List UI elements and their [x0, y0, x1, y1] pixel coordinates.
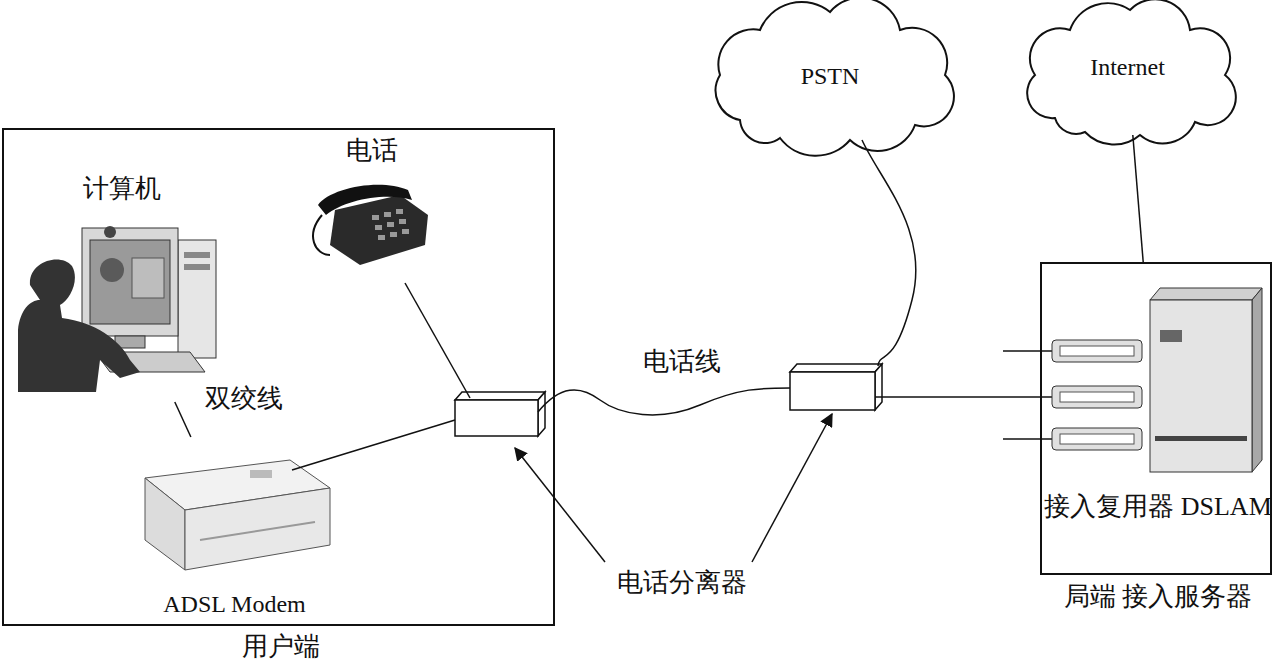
cable-label: 双绞线 — [203, 382, 285, 416]
splitter — [455, 392, 545, 436]
node-text: 接入复用器 DSLAM — [1042, 490, 1274, 524]
modem-side — [145, 478, 185, 570]
node-text: PSTN — [705, 61, 955, 92]
handset — [318, 185, 412, 215]
node-text: 电话 — [302, 134, 442, 168]
splitter — [790, 364, 882, 410]
video-face — [100, 258, 124, 282]
phone-line — [538, 388, 790, 415]
phone-body — [330, 195, 428, 265]
wire-label: 电话线 — [630, 345, 734, 379]
leader-arrow — [515, 448, 605, 562]
video-window — [132, 258, 164, 298]
modem-illustration — [145, 460, 330, 570]
webcam — [104, 226, 116, 238]
dslam-wire — [1003, 438, 1052, 440]
wires — [292, 140, 1052, 470]
node-text: 用户端 — [4, 630, 557, 664]
person — [18, 260, 140, 392]
leader-arrow — [752, 414, 832, 562]
pc-tower — [178, 240, 216, 358]
line-card — [1052, 386, 1142, 408]
pc-drive — [184, 252, 210, 258]
pstn-wire — [862, 140, 916, 366]
phone-keys — [372, 209, 409, 240]
phone-wire — [405, 283, 470, 398]
monitor-screen — [90, 240, 170, 324]
cloud-node: Internet — [1025, 5, 1230, 135]
handset-cord — [313, 215, 330, 255]
pc-drive — [184, 264, 210, 270]
modem-front — [185, 488, 330, 570]
computer-illustration — [18, 226, 216, 392]
node-text: 计算机 — [42, 172, 202, 206]
server-tower — [1150, 288, 1262, 472]
monitor — [82, 228, 178, 336]
node-text: Internet — [1025, 52, 1230, 83]
server-box: 接入复用器 DSLAM局端 接入服务器 — [1040, 262, 1272, 575]
line-cards — [1052, 340, 1142, 450]
callout-label: 电话分离器 — [590, 566, 774, 600]
phone-illustration — [313, 185, 428, 265]
node-text: 局端 接入服务器 — [1042, 580, 1274, 614]
modem-leds — [200, 522, 315, 540]
dslam-wire — [875, 396, 1052, 398]
cloud-node: PSTN — [705, 5, 955, 140]
modem-wire — [292, 420, 455, 470]
node-text: ADSL Modem — [132, 589, 337, 620]
modem-node: ADSL Modem — [132, 437, 337, 627]
modem-logo — [250, 470, 272, 478]
connector — [1133, 135, 1143, 262]
dslam-wire — [1003, 350, 1052, 352]
computer-node: 计算机 — [42, 172, 202, 402]
line-card — [1052, 428, 1142, 450]
connector — [175, 402, 191, 437]
user-site-box: 用户端计算机电话ADSL Modem — [2, 128, 555, 626]
line-card — [1052, 340, 1142, 362]
phone-node: 电话 — [302, 134, 442, 279]
